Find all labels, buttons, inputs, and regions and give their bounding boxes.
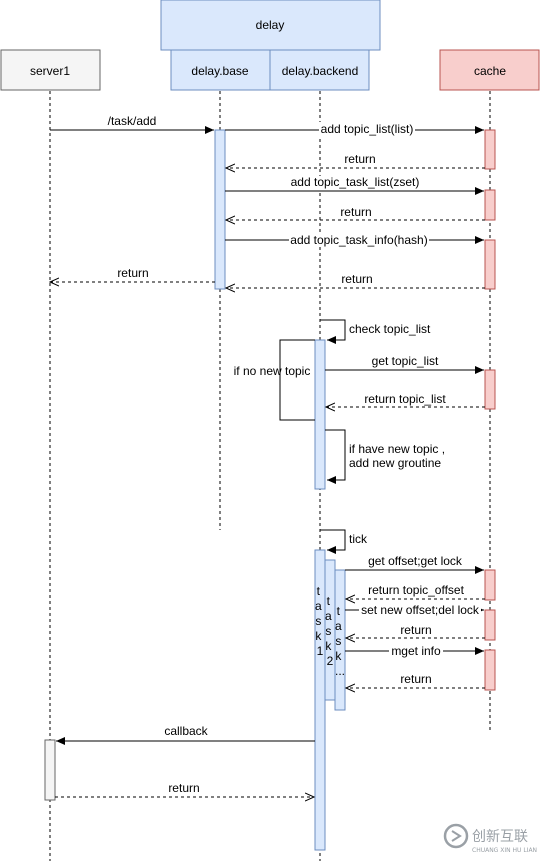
mget-info-label: mget info	[391, 644, 441, 658]
return-label-3: return	[341, 272, 372, 286]
return-label-1: return	[344, 152, 375, 166]
new-topic-self-arrow[interactable]	[325, 429, 346, 484]
task-labels: t a s k 1 t a s k 2 t a s k ...	[315, 584, 345, 678]
watermark-logo-icon	[443, 823, 469, 849]
check-topic-list-self-arrow[interactable]	[320, 319, 346, 344]
add-topic-task-list-label: add topic_task_list(zset)	[291, 175, 420, 189]
return-label-5: return	[400, 672, 431, 686]
return-label-2: return	[340, 205, 371, 219]
task1-char: 1	[317, 644, 324, 658]
if-have-new-topic-line2: add new groutine	[349, 456, 441, 470]
delay-backend-label: delay.backend	[282, 64, 359, 78]
task2-char: a	[325, 609, 332, 623]
delay-base-label: delay.base	[191, 64, 248, 78]
add-topic-list-label: add topic_list(list)	[321, 122, 414, 136]
delay-group-label: delay	[256, 18, 285, 32]
delay-group-header[interactable]: delay	[160, 0, 381, 51]
return-arrows	[50, 168, 485, 797]
return-topic-list-label: return topic_list	[364, 392, 446, 406]
task1-char: a	[315, 599, 322, 613]
if-have-new-topic-label: if have new topic , add new groutine	[349, 442, 448, 470]
get-offset-label: get offset;get lock	[368, 554, 463, 568]
get-topic-list-label: get topic_list	[372, 354, 439, 368]
task1-char: s	[315, 614, 321, 628]
cache-participant[interactable]: cache	[439, 49, 540, 91]
task3-char: a	[335, 619, 342, 633]
cache-activation-4[interactable]	[484, 369, 496, 410]
task1-label: t a s k 1	[315, 584, 325, 658]
server1-participant[interactable]: server1	[0, 49, 101, 91]
cache-activation-3[interactable]	[484, 239, 496, 290]
cache-activation-2[interactable]	[484, 189, 496, 221]
task-add-label: /task/add	[108, 114, 157, 128]
lifelines	[49, 91, 491, 861]
return-callback-label: return	[168, 781, 199, 795]
watermark: 创新互联 CHUANG XIN HU LIAN	[443, 823, 537, 854]
delay-base-participant[interactable]: delay.base	[170, 49, 271, 91]
backend-activation-1[interactable]	[314, 339, 326, 490]
watermark-en: CHUANG XIN HU LIAN	[472, 847, 537, 854]
cache-activation-5[interactable]	[484, 569, 496, 601]
return-label-4: return	[400, 623, 431, 637]
activations	[44, 129, 496, 851]
add-topic-task-info-label: add topic_task_info(hash)	[290, 233, 427, 247]
task3-label: t a s k ...	[335, 604, 345, 678]
server1-activation[interactable]	[44, 739, 56, 801]
cache-activation-1[interactable]	[484, 129, 496, 170]
watermark-cn: 创新互联	[472, 829, 528, 845]
task2-char: 2	[327, 654, 334, 668]
return-topic-offset-label: return topic_offset	[368, 583, 465, 597]
task2-label: t a s k 2	[325, 594, 335, 668]
set-new-offset-label: set new offset;del lock	[361, 603, 480, 617]
task3-char: s	[335, 634, 341, 648]
task2-char: k	[325, 639, 332, 653]
return-server-label: return	[117, 266, 148, 280]
message-labels: /task/add add topic_list(list) return ad…	[108, 114, 481, 795]
cache-label: cache	[474, 64, 506, 78]
tick-label: tick	[349, 532, 368, 546]
no-new-topic-loop[interactable]	[279, 339, 315, 421]
if-no-new-topic-label: if no new topic	[234, 364, 311, 378]
task3-char: ...	[335, 664, 345, 678]
task2-char: t	[327, 594, 331, 608]
delay-backend-participant[interactable]: delay.backend	[269, 49, 370, 91]
if-have-new-topic-line1: if have new topic ,	[349, 442, 445, 456]
cache-activation-6[interactable]	[484, 609, 496, 641]
task3-char: t	[337, 604, 341, 618]
task1-char: t	[317, 584, 321, 598]
server1-label: server1	[30, 64, 70, 78]
task3-char: k	[335, 649, 342, 663]
task2-char: s	[325, 624, 331, 638]
callback-label: callback	[164, 724, 208, 738]
base-activation[interactable]	[214, 129, 226, 290]
check-topic-list-label: check topic_list	[349, 322, 431, 336]
cache-activation-7[interactable]	[484, 649, 496, 691]
tick-self-arrow[interactable]	[320, 529, 346, 554]
task1-char: k	[315, 629, 322, 643]
